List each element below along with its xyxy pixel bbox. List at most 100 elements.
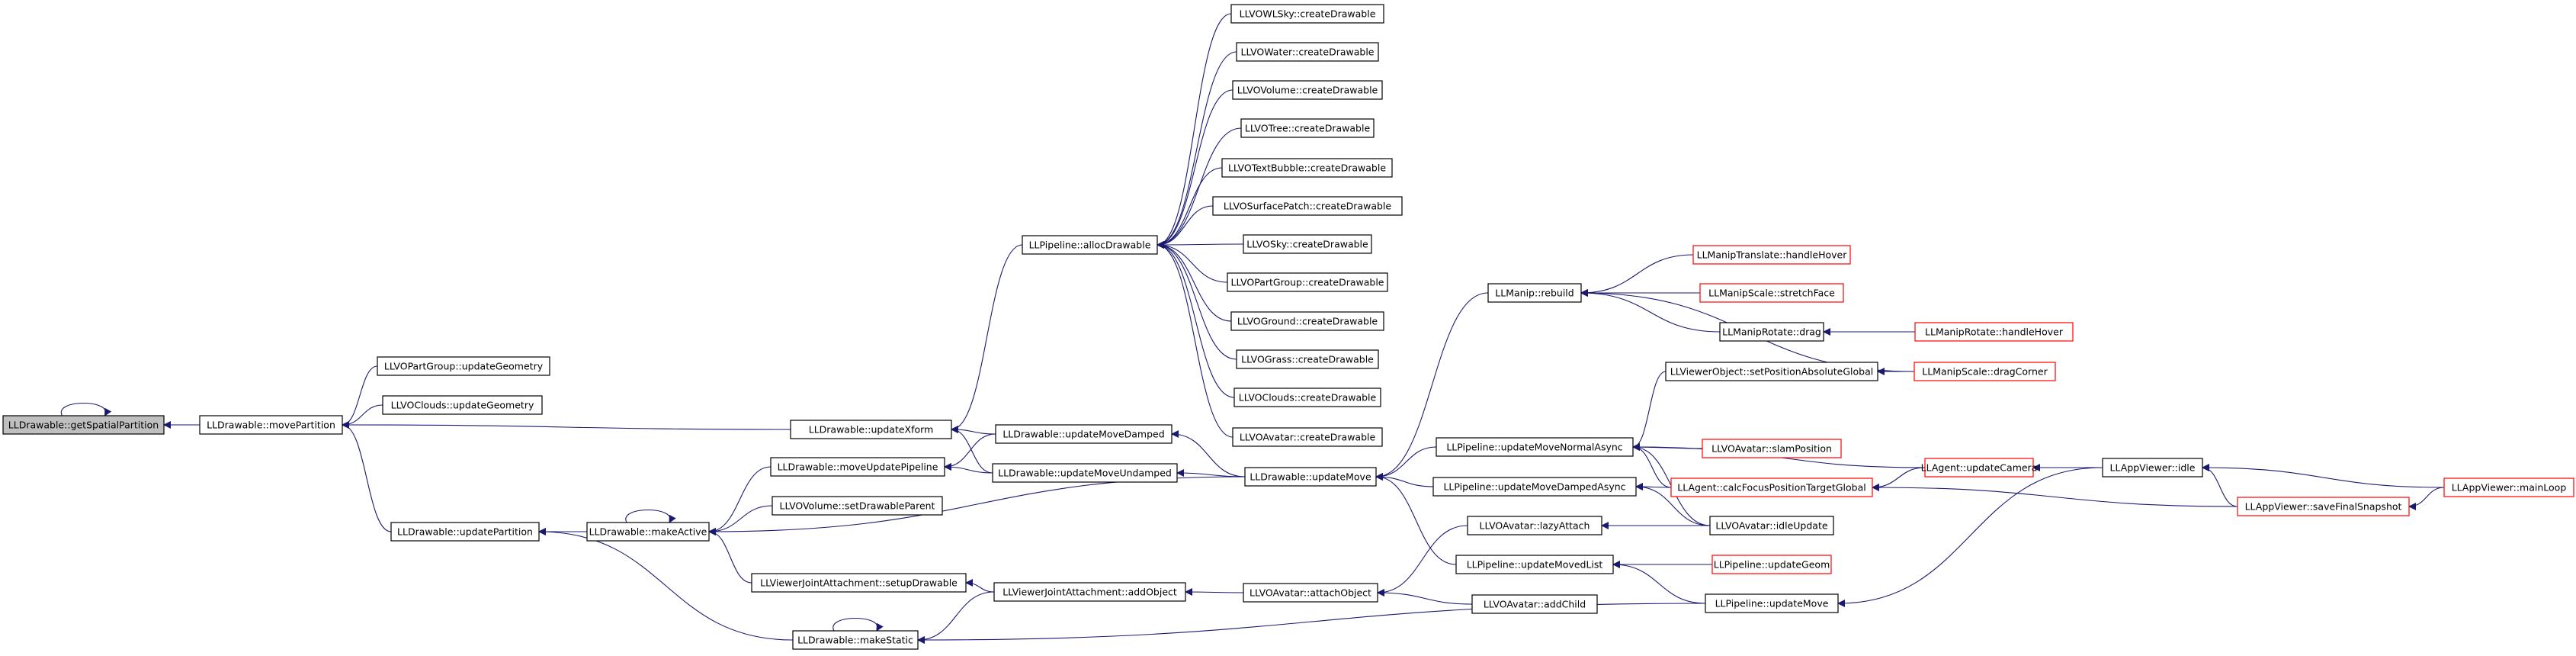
graph-node[interactable]: LLVOSurfacePatch::createDrawable [1212, 196, 1403, 216]
node-box [2443, 478, 2574, 497]
node-label: LLManipRotate::handleHover [1925, 326, 2064, 338]
edge-n12-to-n7 [944, 433, 996, 471]
node-box [586, 522, 710, 542]
graph-node[interactable]: LLDrawable::getSpatialPartition [2, 415, 165, 435]
node-label: LLManipTranslate::handleHover [1697, 249, 1848, 261]
graph-node[interactable]: LLPipeline::updateMoveNormalAsync [1436, 437, 1634, 457]
edge-n14-to-n9 [965, 579, 995, 593]
graph-node[interactable]: LLVOPartGroup::createDrawable [1227, 272, 1388, 292]
edge-n33-to-n28 [1377, 525, 1468, 597]
node-label: LLDrawable::updateMoveUndamped [998, 468, 1172, 479]
node-box [772, 496, 943, 516]
graph-node[interactable]: LLVOVolume::setDrawableParent [772, 496, 943, 516]
node-box [1244, 467, 1377, 487]
graph-node[interactable]: LLVOClouds::createDrawable [1233, 387, 1381, 407]
node-label: LLPipeline::updateMoveNormalAsync [1446, 442, 1622, 453]
graph-node[interactable]: LLManip::rebuild [1487, 283, 1582, 303]
graph-node[interactable]: LLVOAvatar::addChild [1471, 594, 1598, 614]
node-box [1665, 362, 1878, 381]
graph-node[interactable]: LLPipeline::updateMoveDampedAsync [1432, 477, 1637, 497]
graph-node[interactable]: LLVOGrass::createDrawable [1236, 349, 1379, 369]
graph-node[interactable]: LLVOSky::createDrawable [1243, 234, 1372, 254]
graph-node[interactable]: LLPipeline::updateMove [1705, 593, 1839, 613]
node-box [1455, 555, 1614, 574]
graph-node[interactable]: LLAgent::updateCamera [1921, 458, 2038, 478]
graph-node[interactable]: LLVOAvatar::slamPosition [1702, 439, 1842, 458]
graph-node[interactable]: LLVOGround::createDrawable [1230, 311, 1384, 331]
graph-node[interactable]: LLVOClouds::updateGeometry [382, 395, 543, 415]
graph-node[interactable]: LLViewerJointAttachment::setupDrawable [751, 573, 967, 593]
graph-node[interactable]: LLVOWater::createDrawable [1236, 42, 1379, 62]
node-box [1243, 234, 1372, 254]
graph-node[interactable]: LLAppViewer::saveFinalSnapshot [2237, 497, 2410, 516]
node-label: LLManip::rebuild [1495, 288, 1574, 299]
graph-node[interactable]: LLDrawable::updatePartition [390, 522, 540, 542]
graph-node[interactable]: LLVOAvatar::createDrawable [1232, 427, 1383, 447]
node-label: LLVOVolume::createDrawable [1237, 85, 1378, 96]
edge-n26-to-n11 [1156, 241, 1233, 438]
node-box [1232, 80, 1383, 100]
node-label: LLVOAvatar::slamPosition [1711, 443, 1832, 455]
node-box [382, 395, 543, 415]
edge-n7-to-n6 [708, 466, 772, 535]
node-box [1487, 283, 1582, 303]
edge-n12-to-n4 [951, 426, 996, 435]
graph-node[interactable]: LLManipScale::stretchFace [1699, 283, 1844, 303]
node-label: LLDrawable::moveUpdatePipeline [778, 461, 938, 473]
node-label: LLVOClouds::updateGeometry [391, 400, 534, 411]
graph-node[interactable]: LLDrawable::makeActive [586, 522, 710, 542]
edge-n15-to-n11 [1156, 13, 1232, 249]
node-box [1471, 594, 1598, 614]
graph-node[interactable]: LLDrawable::movePartition [199, 415, 343, 435]
graph-node[interactable]: LLPipeline::updateGeom [1711, 555, 1832, 574]
graph-node[interactable]: LLDrawable::moveUpdatePipeline [770, 457, 945, 477]
node-box [1702, 439, 1842, 458]
node-box [995, 424, 1173, 444]
edge-n38-to-n29 [1580, 289, 1721, 333]
node-label: LLPipeline::allocDrawable [1029, 240, 1151, 251]
graph-node[interactable]: LLManipTranslate::handleHover [1692, 245, 1851, 265]
edge-n8-to-n6 [708, 505, 773, 535]
graph-node[interactable]: LLVOTree::createDrawable [1240, 118, 1375, 138]
node-label: LLVOPartGroup::createDrawable [1231, 277, 1384, 288]
node-box [1221, 158, 1393, 178]
graph-node[interactable]: LLAgent::calcFocusPositionTargetGlobal [1670, 478, 1873, 497]
graph-node[interactable]: LLPipeline::allocDrawable [1022, 235, 1158, 255]
node-label: LLAppViewer::saveFinalSnapshot [2245, 501, 2402, 513]
graph-node[interactable]: LLManipRotate::drag [1719, 322, 1824, 342]
node-box [1705, 593, 1839, 613]
graph-node[interactable]: LLVOAvatar::attachObject [1243, 583, 1378, 603]
graph-node[interactable]: LLManipRotate::handleHover [1914, 322, 2074, 342]
graph-node[interactable]: LLViewerJointAttachment::addObject [993, 582, 1186, 602]
edge-n42-to-n31 [1635, 483, 1711, 526]
graph-node[interactable]: LLAppViewer::mainLoop [2443, 478, 2574, 497]
graph-node[interactable]: LLVOPartGroup::updateGeometry [377, 356, 550, 376]
graph-node[interactable]: LLDrawable::makeStatic [792, 630, 919, 650]
edge-n48-to-n41 [1872, 484, 2238, 507]
graph-node[interactable]: LLAppViewer::idle [2102, 458, 2203, 478]
edge-n2-to-n1 [342, 365, 378, 429]
graph-node[interactable]: LLVOAvatar::idleUpdate [1709, 516, 1834, 535]
edge-n19-to-n11 [1156, 167, 1223, 249]
node-box [390, 522, 540, 542]
graph-node[interactable]: LLDrawable::updateXform [790, 420, 952, 439]
node-box [2237, 497, 2410, 516]
graph-node[interactable]: LLVOTextBubble::createDrawable [1221, 158, 1393, 178]
graph-node[interactable]: LLDrawable::updateMoveUndamped [992, 463, 1178, 483]
graph-node[interactable]: LLDrawable::updateMoveDamped [995, 424, 1173, 444]
graph-node[interactable]: LLPipeline::updateMovedList [1455, 555, 1614, 574]
node-box [1232, 427, 1383, 447]
edge-n14-to-n10 [917, 591, 995, 644]
node-label: LLVOTree::createDrawable [1245, 123, 1371, 134]
graph-node[interactable]: LLViewerObject::setPositionAbsoluteGloba… [1665, 362, 1878, 381]
graph-node[interactable]: LLVOWLSky::createDrawable [1230, 4, 1384, 24]
graph-node[interactable]: LLVOAvatar::lazyAttach [1467, 516, 1602, 535]
graph-node[interactable]: LLManipScale::dragCorner [1914, 362, 2056, 381]
edge-n35-to-n32 [1612, 561, 1706, 604]
edge-n27-to-n12 [1171, 430, 1246, 478]
node-box [1914, 322, 2074, 342]
edge-n24-to-n11 [1156, 241, 1237, 360]
graph-node[interactable]: LLDrawable::updateMove [1244, 467, 1377, 487]
node-box [751, 573, 967, 593]
graph-node[interactable]: LLVOVolume::createDrawable [1232, 80, 1383, 100]
